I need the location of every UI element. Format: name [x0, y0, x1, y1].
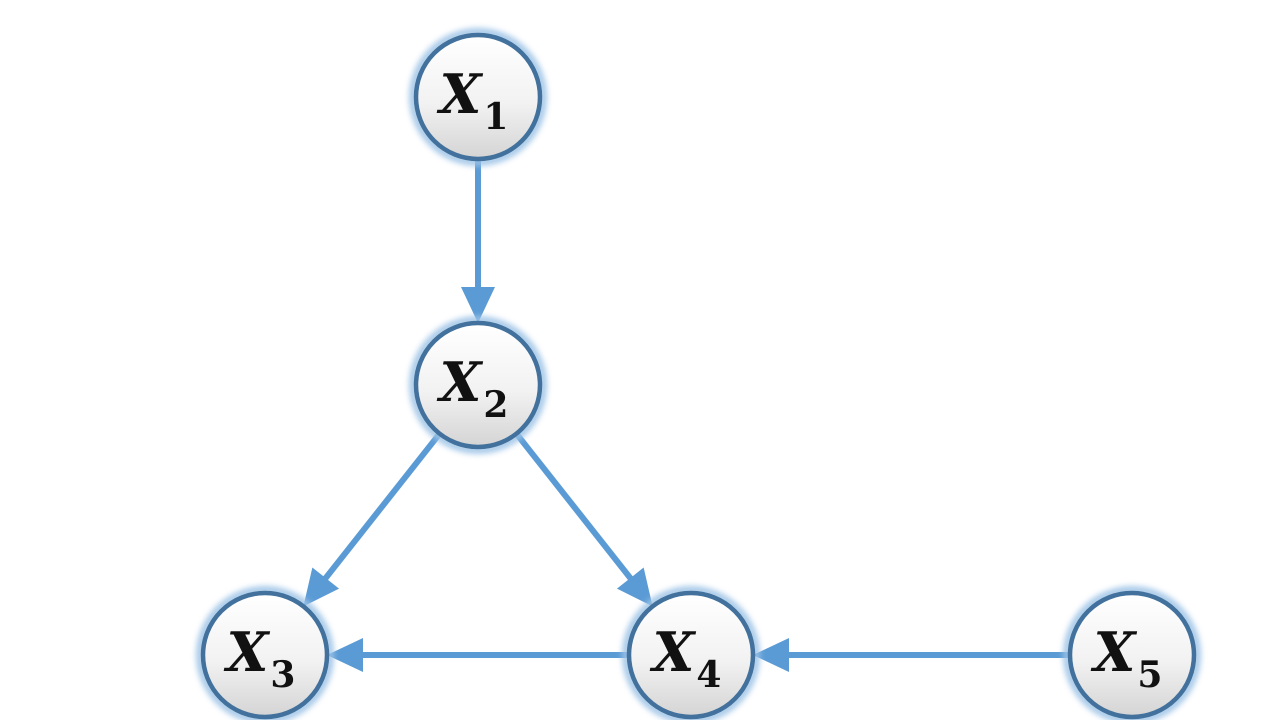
node-subscript: 3: [270, 654, 295, 696]
node-subscript: 1: [483, 96, 508, 138]
arrowhead-icon: [616, 567, 653, 607]
arrowhead-icon: [303, 567, 340, 607]
node-glow: [1063, 586, 1201, 720]
node-x3: X3: [196, 586, 334, 720]
node-x5: X5: [1063, 586, 1201, 720]
node-label: X4: [650, 620, 722, 696]
node-subscript: 5: [1137, 654, 1162, 696]
node-glow: [196, 586, 334, 720]
node-circle: [626, 590, 756, 720]
edge-x5-to-x4: [753, 638, 1070, 672]
edge-x1-to-x2: [461, 159, 495, 323]
edge-x4-to-x3: [327, 638, 629, 672]
node-x4: X4: [622, 586, 760, 720]
node-circle: [413, 320, 543, 450]
node-label: X1: [437, 62, 509, 138]
node-circle: [413, 32, 543, 162]
node-label: X2: [437, 350, 509, 426]
node-variable: X: [437, 350, 484, 414]
node-circle: [200, 590, 330, 720]
node-subscript: 4: [696, 654, 721, 696]
edges-layer: [303, 159, 1070, 672]
edge-x2-to-x3: [303, 431, 442, 607]
arrowhead-icon: [753, 638, 789, 672]
node-variable: X: [437, 62, 484, 126]
node-glow: [409, 28, 547, 166]
edge-line: [514, 431, 634, 582]
node-subscript: 2: [483, 384, 508, 426]
node-label: X5: [1091, 620, 1163, 696]
edge-line: [322, 431, 442, 582]
node-variable: X: [1091, 620, 1138, 684]
node-variable: X: [650, 620, 697, 684]
node-glow: [622, 586, 760, 720]
node-label: X3: [224, 620, 296, 696]
edge-x2-to-x4: [514, 431, 653, 607]
arrowhead-icon: [327, 638, 363, 672]
node-x2: X2: [409, 316, 547, 454]
node-variable: X: [224, 620, 271, 684]
node-x1: X1: [409, 28, 547, 166]
node-glow: [409, 316, 547, 454]
arrowhead-icon: [461, 287, 495, 323]
node-circle: [1067, 590, 1197, 720]
